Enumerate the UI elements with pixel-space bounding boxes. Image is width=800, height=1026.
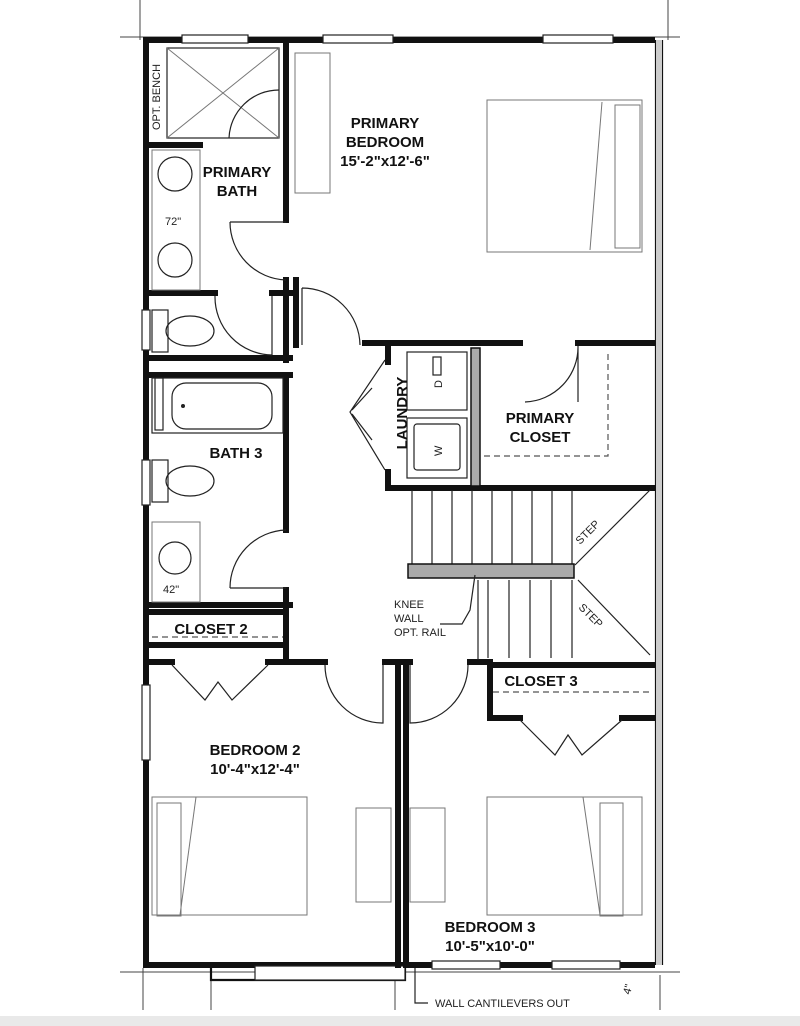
toilet — [151, 309, 215, 353]
laundry-divider — [470, 347, 481, 487]
bath3-name: BATH 3 — [209, 445, 262, 462]
staircase — [407, 489, 651, 660]
primary-vanity — [151, 149, 201, 291]
closet3-bifold-door[interactable] — [519, 719, 623, 756]
knee-wall-label-1: KNEE — [394, 599, 424, 611]
closet3-name: CLOSET 3 — [504, 673, 577, 690]
bathtub — [151, 377, 284, 434]
primary-bedroom-door[interactable] — [301, 287, 361, 346]
exterior-walls — [143, 37, 664, 982]
primary-bath-door[interactable] — [229, 221, 287, 281]
laundry-bifold-door[interactable] — [349, 359, 386, 471]
closet2-bifold-door[interactable] — [171, 664, 269, 701]
bedroom2-size: 10'-4"x12'-4" — [210, 761, 300, 778]
toilet-room-door[interactable] — [214, 295, 273, 356]
bath3-window-sill — [154, 377, 164, 431]
windows[interactable] — [141, 34, 621, 970]
bedroom3-bed — [409, 796, 643, 917]
cantilever-leader — [414, 968, 428, 1004]
vanity-width-72: 72" — [165, 216, 181, 228]
toilet — [151, 459, 215, 503]
page-footer-strip — [0, 1016, 800, 1026]
bedroom2-bed — [151, 796, 392, 917]
bedroom3-size: 10'-5"x10'-0" — [445, 938, 535, 955]
cantilever-note: WALL CANTILEVERS OUT — [435, 998, 570, 1010]
step-label-upper: STEP — [574, 518, 603, 547]
primary-bath-name-2: BATH — [217, 183, 258, 200]
interior-walls — [147, 40, 655, 968]
step-label-lower: STEP — [576, 602, 605, 631]
dryer-label: D — [433, 380, 445, 388]
shower — [166, 47, 280, 139]
primary-bed — [294, 52, 643, 253]
closet-shelf — [484, 352, 609, 457]
dimension-4in: 4" — [621, 983, 635, 996]
primary-bedroom-name-1: PRIMARY — [351, 115, 420, 132]
primary-closet-door[interactable] — [524, 345, 579, 403]
primary-bedroom-size: 15'-2"x12'-6" — [340, 153, 430, 170]
primary-closet-name-1: PRIMARY — [506, 410, 575, 427]
primary-bedroom-name-2: BEDROOM — [346, 134, 424, 151]
primary-bath-name-1: PRIMARY — [203, 164, 272, 181]
primary-closet-name-2: CLOSET — [510, 429, 571, 446]
closet2-name: CLOSET 2 — [174, 621, 247, 638]
laundry-name: LAUNDRY — [394, 377, 411, 450]
washer-label: W — [433, 445, 445, 456]
knee-wall-label-3: OPT. RAIL — [394, 627, 446, 639]
vanity-width-42: 42" — [163, 584, 179, 596]
washer — [406, 417, 468, 479]
bedroom2-door[interactable] — [324, 664, 384, 724]
bedroom3-door[interactable] — [409, 664, 469, 724]
bath3-door[interactable] — [229, 529, 287, 589]
bedroom2-name: BEDROOM 2 — [210, 742, 301, 759]
knee-wall-label-2: WALL — [394, 613, 424, 625]
dryer — [406, 351, 468, 411]
bedroom3-name: BEDROOM 3 — [445, 919, 536, 936]
opt-bench-label: OPT. BENCH — [151, 64, 163, 130]
bath3-vanity — [151, 521, 201, 603]
